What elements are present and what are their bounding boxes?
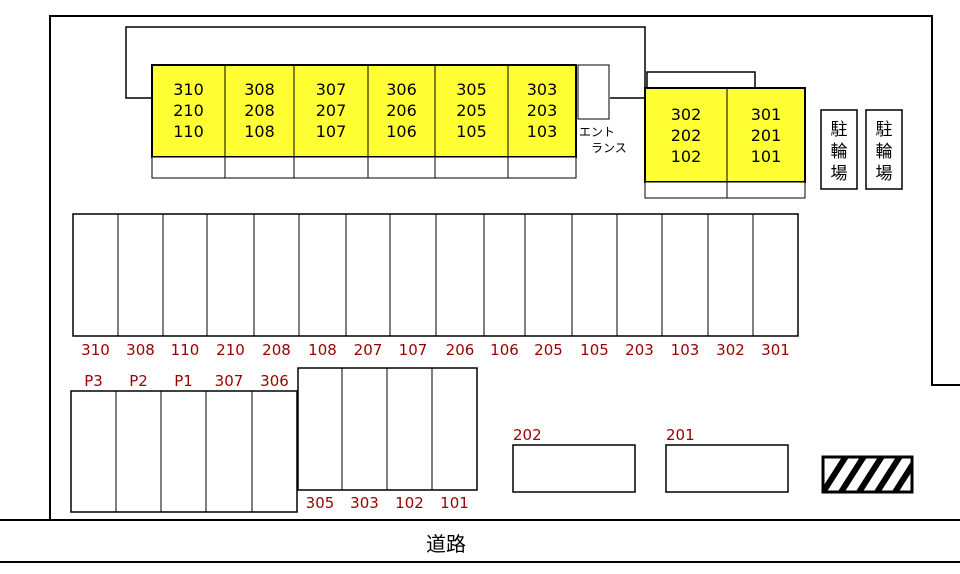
hatched-area: [821, 455, 914, 494]
parking-space-label: 207: [354, 341, 383, 359]
main-corridor-outline: [125, 26, 646, 99]
parking-space-label: 301: [761, 341, 790, 359]
parking-space-label: 306: [260, 372, 289, 390]
parking-space-label: 307: [215, 372, 244, 390]
room-number: 303: [527, 80, 558, 99]
bicycle-parking-label-char: 輪: [831, 142, 848, 162]
annex-building-balcony: [644, 181, 806, 199]
room-number: 305: [456, 80, 487, 99]
room-number: 205: [456, 101, 487, 120]
room-number: 210: [173, 101, 204, 120]
parking-row-left: P3 P2 P1 307 306: [70, 372, 298, 513]
room-number: 306: [386, 80, 417, 99]
parking-space-label: 108: [308, 341, 337, 359]
room-number: 202: [671, 126, 702, 145]
bicycle-parking-label-char: 駐: [876, 120, 893, 140]
parking-space-label: P3: [84, 372, 103, 390]
room-number: 107: [316, 122, 347, 141]
hatch-lines: [823, 457, 912, 492]
entrance-box: [577, 64, 610, 120]
room-number: 102: [671, 147, 702, 166]
main-building-balcony: [151, 156, 577, 179]
parking-space-label: P1: [174, 372, 193, 390]
road-label: 道路: [426, 532, 466, 556]
room-number: 207: [316, 101, 347, 120]
room-number: 106: [386, 122, 417, 141]
room-number: 101: [751, 147, 782, 166]
room-number: 203: [527, 101, 558, 120]
room-number: 108: [244, 122, 275, 141]
room-number: 307: [316, 80, 347, 99]
bicycle-parking-label-char: 場: [831, 164, 848, 184]
side-space-label: 201: [666, 426, 695, 444]
side-space-box: [665, 444, 789, 493]
room-number: 110: [173, 122, 204, 141]
parking-row-top: 310 308 110 210 208 108 207 107 206 106 205 105 203 1…: [72, 213, 799, 359]
parking-space-label: 308: [126, 341, 155, 359]
parking-space-label: 303: [350, 494, 379, 512]
room-number: 208: [244, 101, 275, 120]
room-number: 302: [671, 105, 702, 124]
bicycle-parking-label-char: 輪: [876, 142, 893, 162]
main-building-outline: [151, 64, 577, 158]
parking-space-label: P2: [129, 372, 148, 390]
property-boundary: [49, 15, 960, 520]
room-number: 310: [173, 80, 204, 99]
parking-space-label: 302: [716, 341, 745, 359]
parking-space-label: 206: [446, 341, 475, 359]
parking-space-label: 103: [671, 341, 700, 359]
parking-row-middle: 305 303 102 101: [297, 367, 478, 512]
entrance-label-line2: ランス: [591, 141, 627, 155]
parking-space-label: 102: [395, 494, 424, 512]
parking-space-label: 101: [440, 494, 469, 512]
bicycle-parking-box: [865, 109, 903, 190]
entrance-label-line1: エント: [579, 125, 615, 139]
annex-building: 302 202 102 301 201 101: [644, 87, 806, 199]
room-number: 301: [751, 105, 782, 124]
room-number: 206: [386, 101, 417, 120]
parking-space-label: 205: [534, 341, 563, 359]
bicycle-parking-label-char: 場: [876, 164, 893, 184]
bicycle-parking-box: [820, 109, 858, 190]
parking-space-label: 208: [262, 341, 291, 359]
parking-space-label: 105: [580, 341, 609, 359]
parking-row-left-outline: [70, 390, 298, 513]
annex-corridor-outline: [646, 71, 756, 88]
parking-space-label: 305: [306, 494, 335, 512]
room-number: 201: [751, 126, 782, 145]
parking-space-label: 310: [81, 341, 110, 359]
side-space-label: 202: [513, 426, 542, 444]
side-space-box: [512, 444, 636, 493]
room-number: 103: [527, 122, 558, 141]
room-number: 105: [456, 122, 487, 141]
bicycle-parking-label-char: 駐: [831, 120, 848, 140]
main-building: エント ランス 310 210 110 308 208 108 307 207 107 306 20…: [151, 64, 627, 179]
side-spaces: 202 201: [512, 426, 789, 493]
parking-space-label: 110: [171, 341, 200, 359]
parking-space-label: 203: [625, 341, 654, 359]
room-number: 308: [244, 80, 275, 99]
parking-space-label: 107: [399, 341, 428, 359]
parking-space-label: 210: [216, 341, 245, 359]
parking-space-label: 106: [490, 341, 519, 359]
